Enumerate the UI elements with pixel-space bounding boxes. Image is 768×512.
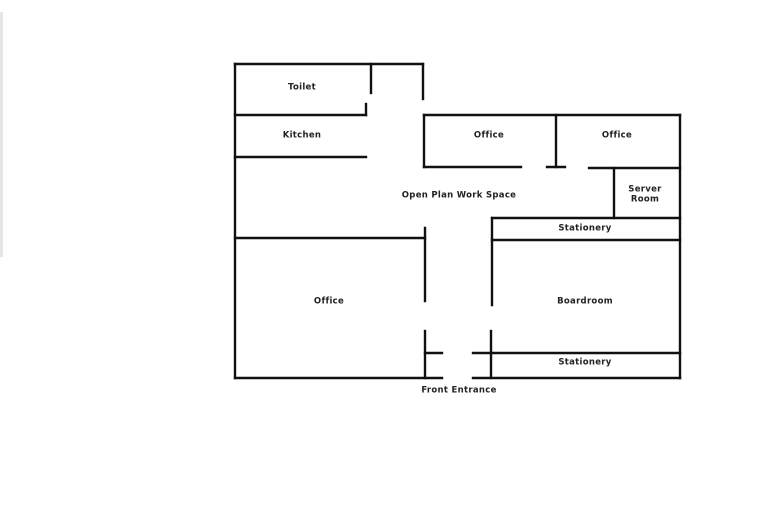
scan-edge-shadow [0, 12, 3, 257]
room-label-server-room-1: Server [628, 185, 662, 195]
room-label-kitchen: Kitchen [283, 131, 322, 141]
room-label-server-room-2: Room [631, 195, 659, 205]
walls-group [233, 62, 682, 380]
room-label-stationery-top: Stationery [558, 224, 611, 234]
room-label-office-top-left: Office [474, 131, 504, 141]
room-label-stationery-bottom: Stationery [558, 358, 611, 368]
room-label-office-bottom-left: Office [314, 297, 344, 307]
room-label-boardroom: Boardroom [557, 297, 613, 307]
room-label-toilet: Toilet [288, 83, 316, 93]
room-label-open-plan: Open Plan Work Space [402, 191, 516, 201]
room-label-office-top-right: Office [602, 131, 632, 141]
room-label-front-entrance: Front Entrance [421, 386, 496, 396]
